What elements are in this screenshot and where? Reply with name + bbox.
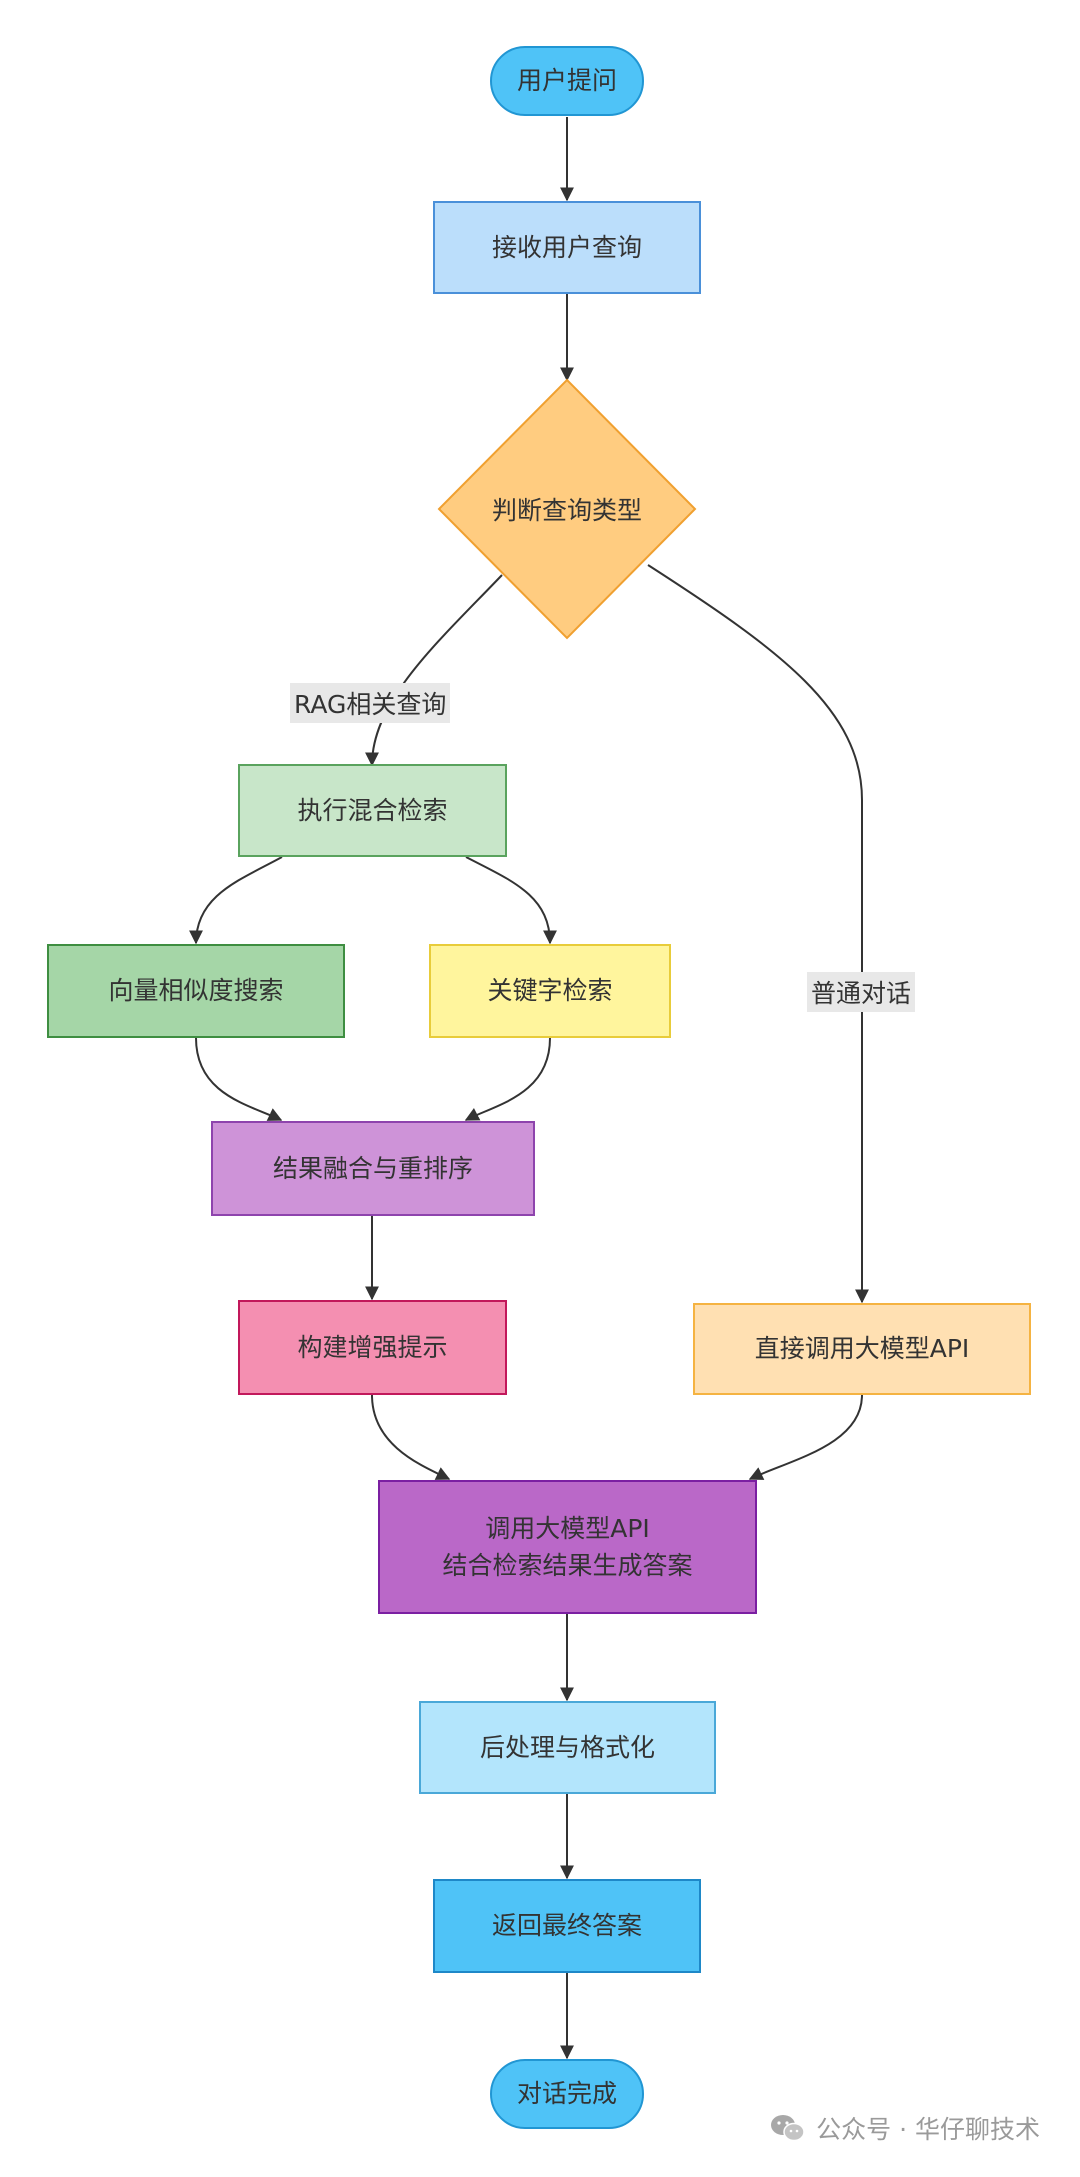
final-answer-node: 返回最终答案 — [433, 1879, 701, 1973]
watermark: 公众号 · 华仔聊技术 — [770, 2110, 1040, 2146]
edge-hybrid-vector — [189, 856, 283, 945]
edge-vector-fusion — [195, 1037, 283, 1121]
vector-search-node: 向量相似度搜索 — [47, 944, 345, 1038]
direct-api-label: 直接调用大模型API — [754, 1334, 970, 1364]
hybrid-retrieval-node: 执行混合检索 — [238, 764, 507, 857]
direct-api-node: 直接调用大模型API — [693, 1303, 1031, 1395]
llm-generate-node: 调用大模型API 结合检索结果生成答案 — [378, 1480, 757, 1614]
edge-decide-hybrid — [365, 574, 503, 767]
keyword-search-node: 关键字检索 — [429, 944, 671, 1038]
start-node: 用户提问 — [490, 46, 644, 116]
fusion-rerank-node: 结果融合与重排序 — [211, 1121, 535, 1216]
decision-diamond-shape — [437, 378, 697, 640]
llm-generate-line1: 调用大模型API — [485, 1513, 650, 1543]
receive-query-label: 接收用户查询 — [491, 232, 642, 262]
wechat-icon — [770, 2113, 806, 2143]
fusion-rerank-label: 结果融合与重排序 — [272, 1153, 473, 1183]
edge-decide-direct — [647, 564, 869, 1304]
watermark-text: 公众号 · 华仔聊技术 — [816, 2115, 1040, 2144]
edge-label-rag: RAG相关查询 — [290, 683, 451, 723]
vector-search-label: 向量相似度搜索 — [108, 976, 284, 1006]
end-node-label: 对话完成 — [516, 2079, 617, 2109]
start-node-label: 用户提问 — [516, 66, 617, 96]
edge-label-chat: 普通对话 — [807, 972, 916, 1012]
edge-direct-llm — [748, 1394, 863, 1480]
end-node: 对话完成 — [490, 2059, 644, 2129]
keyword-search-label: 关键字检索 — [487, 976, 613, 1006]
edge-keyword-fusion — [464, 1037, 551, 1121]
receive-query-node: 接收用户查询 — [433, 201, 701, 294]
build-prompt-label: 构建增强提示 — [297, 1332, 448, 1362]
llm-generate-line2: 结合检索结果生成答案 — [442, 1551, 693, 1580]
edge-hybrid-keyword — [465, 856, 557, 945]
decision-node-label: 判断查询类型 — [491, 496, 642, 525]
post-process-label: 后处理与格式化 — [479, 1732, 655, 1762]
final-answer-label: 返回最终答案 — [491, 1911, 642, 1941]
build-prompt-node: 构建增强提示 — [238, 1300, 507, 1395]
hybrid-retrieval-label: 执行混合检索 — [297, 795, 448, 825]
edge-prompt-llm — [371, 1394, 451, 1480]
post-process-node: 后处理与格式化 — [419, 1701, 716, 1794]
